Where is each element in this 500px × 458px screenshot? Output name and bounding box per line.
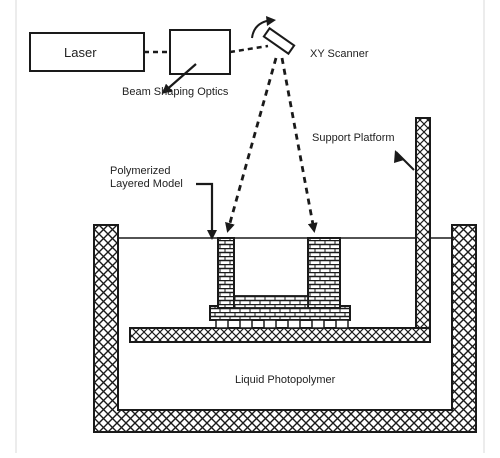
layered-model	[209, 237, 351, 329]
model-pointer-line	[196, 182, 214, 236]
optics-pointer-arrow	[161, 63, 197, 94]
liquid-photopolymer-label: Liquid Photopolymer	[235, 374, 336, 386]
beam-left	[225, 57, 278, 233]
beam-shaping-label: Beam Shaping Optics	[122, 86, 229, 98]
support-platform-pointer-line	[395, 151, 415, 171]
beam-right	[280, 57, 318, 233]
support-platform-pointer	[394, 150, 404, 163]
beam-shaping-optics	[169, 29, 231, 75]
support-platform-plate	[129, 327, 431, 343]
laser-unit: Laser	[29, 32, 145, 72]
support-platform-label: Support Platform	[312, 132, 395, 144]
support-platform-post	[415, 117, 431, 343]
xy-scanner	[251, 16, 296, 56]
xy-scanner-label: XY Scanner	[310, 48, 369, 60]
model-label-line2: Layered Model	[110, 178, 183, 190]
scanner-rotation-arrowhead	[266, 16, 276, 26]
model-pointer-arrowhead	[207, 230, 217, 240]
laser-label: Laser	[64, 45, 97, 60]
model-label-line1: Polymerized	[110, 165, 171, 177]
resin-vat	[93, 224, 477, 433]
beam-optics-to-scanner	[229, 44, 269, 54]
